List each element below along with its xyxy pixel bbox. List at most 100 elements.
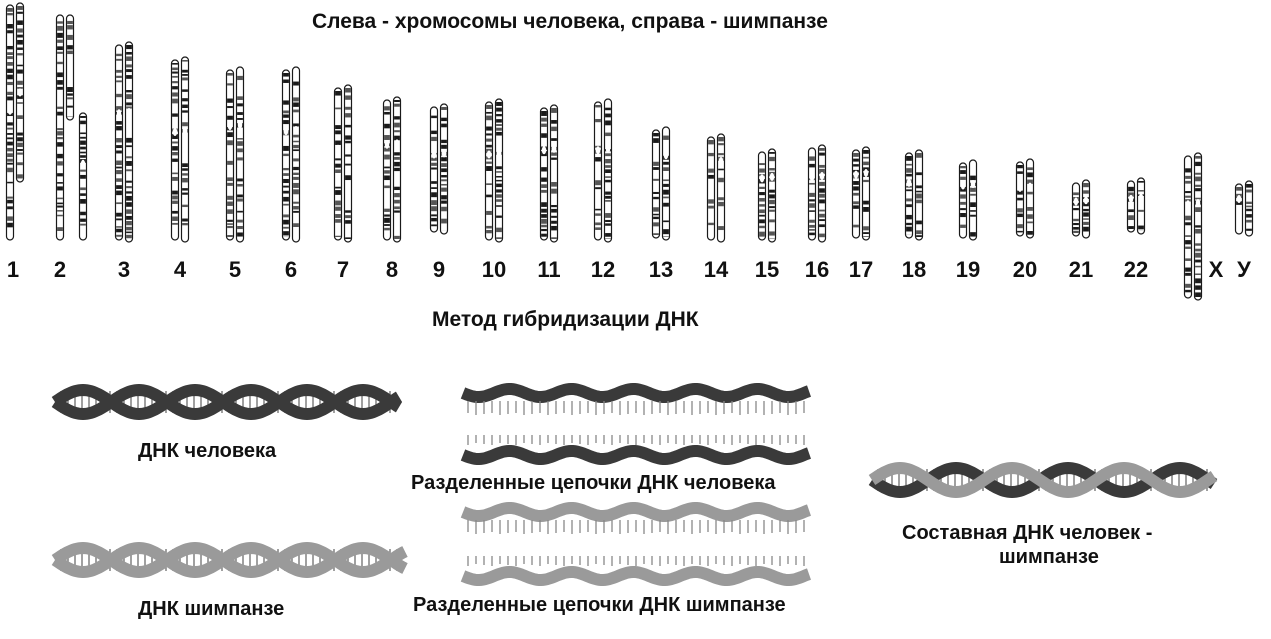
chromosome-band	[551, 220, 557, 224]
chromosome-band	[57, 86, 63, 90]
chromosome-band	[1195, 188, 1201, 192]
chromosome-band	[384, 166, 390, 169]
chromosome-band	[1083, 226, 1089, 232]
chromosome-band	[653, 167, 659, 170]
chromosome-band	[819, 213, 825, 218]
chromosome-band	[486, 138, 492, 142]
chromosome-band	[17, 102, 23, 104]
chromosome-band	[819, 181, 825, 186]
chromosome-band	[1073, 218, 1079, 222]
chromosome-band	[916, 199, 922, 204]
chromosome-band	[970, 202, 976, 207]
chromosome-band	[496, 205, 502, 207]
chromosome-band	[1185, 283, 1191, 288]
chromosome-band	[551, 120, 557, 124]
chromosome-band	[1195, 292, 1201, 297]
chromosome-band	[80, 211, 86, 216]
chromatid	[55, 14, 65, 241]
chromosome-band	[970, 187, 976, 192]
chromosome-band	[116, 212, 122, 217]
chromosome-band	[67, 20, 73, 25]
chromosome-band	[67, 93, 73, 96]
chromosome-pair-4	[170, 56, 190, 243]
chromosome-band	[57, 131, 63, 136]
centromere	[541, 146, 547, 155]
centromere	[345, 143, 351, 152]
centromere	[1083, 196, 1089, 205]
chromosome-band	[182, 222, 188, 226]
chromosome-band	[172, 222, 178, 225]
chromosome-band	[916, 153, 922, 158]
chromosome-band	[293, 149, 299, 152]
chromosome-band	[718, 168, 724, 171]
chromosome-band	[116, 75, 122, 78]
chromosome-band	[384, 170, 390, 174]
chromosome-band	[906, 214, 912, 220]
chromosome-band	[7, 133, 13, 135]
chromosome-band	[1246, 201, 1252, 205]
chromosome-band	[1236, 201, 1242, 205]
chromosome-band	[663, 196, 669, 199]
chromosome-band	[182, 173, 188, 176]
chromosome-number-18: 18	[901, 257, 927, 282]
chromosome-number-10: 10	[481, 257, 507, 282]
chromosome-band	[116, 58, 122, 61]
chromosome-band	[126, 145, 132, 148]
centromere	[126, 108, 132, 116]
chromosome-band	[486, 111, 492, 114]
chromosome-band	[80, 146, 86, 150]
chromosome-band	[172, 134, 178, 139]
centromere	[663, 151, 669, 160]
chromosome-band	[819, 193, 825, 198]
chromosome-band	[853, 153, 859, 157]
chromosome-band	[1195, 265, 1201, 268]
chromosome-band	[172, 216, 178, 221]
chromosome-band	[345, 215, 351, 219]
chromosome-band	[663, 161, 669, 165]
chromosome-band	[237, 178, 243, 182]
chimp-split-caption: Разделенные цепочки ДНК шимпанзе	[413, 594, 786, 616]
chromatid	[757, 151, 767, 241]
chromosome-band	[172, 200, 178, 204]
chromosome-band	[283, 114, 289, 118]
chromosome-band	[80, 155, 86, 158]
chromosome-band	[7, 206, 13, 210]
chromosome-band	[116, 202, 122, 205]
chromosome-band	[293, 182, 299, 188]
chromosome-number-20: 20	[1012, 257, 1038, 282]
chromosome-band	[172, 67, 178, 71]
chromosome-band	[486, 144, 492, 148]
centromere	[1027, 182, 1033, 191]
chromosome-band	[283, 167, 289, 171]
chromosome-band	[80, 136, 86, 139]
chromosome-band	[172, 146, 178, 151]
chromosome-band	[293, 123, 299, 127]
chromosome-band	[595, 227, 601, 230]
chromatid	[343, 84, 353, 243]
chromosome-band	[1083, 212, 1089, 217]
chromosome-band	[1185, 235, 1191, 237]
chromosome-band	[182, 74, 188, 76]
centromere	[906, 178, 912, 187]
chromosome-band	[17, 47, 23, 50]
chromosome-band	[496, 175, 502, 178]
chromosome-band	[345, 124, 351, 128]
chromosome-band	[1195, 172, 1201, 175]
chromosome-band	[809, 219, 815, 223]
chromosome-band	[551, 204, 557, 208]
chromosome-band	[227, 177, 233, 182]
chromosome-band	[1138, 225, 1144, 230]
chromosome-band	[769, 199, 775, 205]
chromosome-band	[116, 218, 122, 221]
chromosome-band	[551, 157, 557, 160]
chromosome-band	[67, 34, 73, 40]
chromosome-band	[441, 157, 447, 162]
chromosome-band	[335, 125, 341, 130]
chromosome-band	[1195, 161, 1201, 167]
chromosome-band	[769, 219, 775, 223]
chromosome-pair-11	[539, 104, 559, 243]
chromosome-band	[496, 131, 502, 136]
chromosome-band	[126, 161, 132, 166]
chromosome-band	[551, 215, 557, 218]
chromosome-band	[653, 222, 659, 227]
